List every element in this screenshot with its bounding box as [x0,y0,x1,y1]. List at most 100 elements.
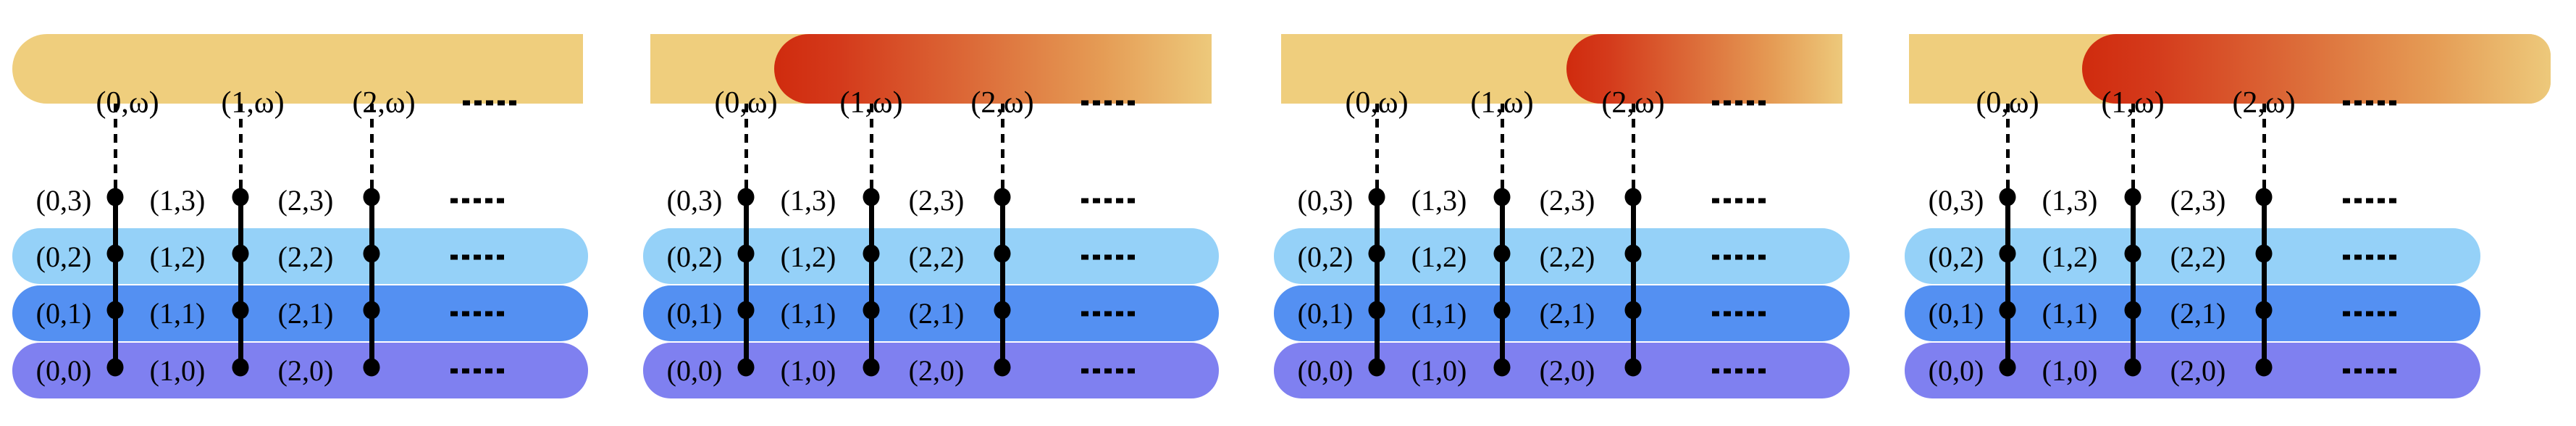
ellipsis-dashes [2343,198,2398,204]
red-highlight-region [1566,34,1842,104]
node-label: (2,3) [2170,184,2226,217]
node-label: (0,2) [1297,241,1354,273]
node-label: (0,2) [666,241,723,273]
omega-row-bar: (0,ω) (1,ω) (2,ω) [1909,34,2551,118]
node-label: (0,0) [666,354,723,387]
node-label: (1,0) [780,354,836,387]
dashed-connector [1501,104,1504,197]
ellipsis-dashes [1081,198,1136,204]
node-dot [737,188,755,206]
node-dot [737,358,755,377]
node-label: (2,2) [2170,241,2226,273]
node-label: (0,3) [1928,184,1984,217]
node-dot [737,244,755,263]
node-label: (2,3) [1539,184,1595,217]
omega-row-bar: (0,ω) (1,ω) (2,ω) [12,34,583,118]
node-dot [232,188,249,206]
ellipsis-dashes [2343,311,2398,317]
dashed-connector [2262,104,2266,197]
node-label: (1,0) [1411,354,1467,387]
node-dot [994,188,1011,206]
ellipsis-dashes [450,368,505,374]
dashed-connector [1632,104,1635,197]
node-label: (1,3) [780,184,836,217]
node-label: (2,0) [908,354,965,387]
node-label: (1,2) [780,241,836,273]
panel-3: (0,ω) (1,ω) (2,ω) (0,3) (1,3) (2,3) (0,2… [1262,0,1892,426]
node-dot [363,301,380,320]
node-dot [2124,358,2141,377]
node-dot [1493,358,1511,377]
node-label: (0,3) [666,184,723,217]
solid-connector [2262,197,2267,367]
node-dot [737,301,755,320]
node-dot [1999,244,2016,263]
panel-4: (0,ω) (1,ω) (2,ω) (0,3) (1,3) (2,3) (0,2… [1892,0,2551,426]
node-dot [1624,358,1642,377]
dashed-connector [370,104,374,197]
node-label: (0,2) [35,241,92,273]
node-dot [994,301,1011,320]
node-dot [2124,188,2141,206]
node-dot [863,188,880,206]
ellipsis-dashes [1712,368,1767,374]
node-dot [106,244,124,263]
node-label: (1,1) [2042,297,2098,330]
node-label: (1,2) [1411,241,1467,273]
node-label: (0,3) [1297,184,1354,217]
ellipsis-dashes [1712,311,1767,317]
node-label: (0,2) [1928,241,1984,273]
solid-connector [2131,197,2136,367]
node-label: (0,0) [35,354,92,387]
solid-connector [869,197,874,367]
node-dot [1999,188,2016,206]
dashed-connector [2131,104,2135,197]
solid-connector [238,197,243,367]
node-dot [232,301,249,320]
node-label: (2,0) [277,354,334,387]
node-label: (1,1) [780,297,836,330]
red-highlight-region [774,34,1212,104]
ellipsis-dashes [1712,198,1767,204]
node-label: (0,1) [666,297,723,330]
node-label: (0,1) [1297,297,1354,330]
node-dot [2124,301,2141,320]
dashed-connector [1001,104,1004,197]
node-label: (0,3) [35,184,92,217]
ellipsis-dashes [1081,254,1136,260]
node-dot [1624,301,1642,320]
node-dot [1368,188,1385,206]
ellipsis-dashes [450,311,505,317]
node-label: (2,3) [277,184,334,217]
dashed-connector [2006,104,2010,197]
dashed-connector [1375,104,1379,197]
ellipsis-dashes [450,198,505,204]
node-dot [1624,188,1642,206]
ellipsis-dashes [1081,368,1136,374]
node-label: (2,2) [1539,241,1595,273]
node-dot [2255,188,2273,206]
node-label: (2,2) [908,241,965,273]
node-dot [1368,358,1385,377]
ellipsis-dashes [450,254,505,260]
node-dot [363,188,380,206]
node-dot [1368,244,1385,263]
node-dot [2255,358,2273,377]
node-dot [106,188,124,206]
solid-connector [1000,197,1005,367]
node-dot [1624,244,1642,263]
node-label: (1,2) [149,241,206,273]
node-dot [994,358,1011,377]
node-dot [863,244,880,263]
node-dot [863,301,880,320]
ellipsis-dashes [2343,100,2398,106]
node-label: (2,0) [1539,354,1595,387]
node-label: (2,3) [908,184,965,217]
ellipsis-dashes [1712,100,1767,106]
node-dot [2255,301,2273,320]
node-label: (0,1) [35,297,92,330]
solid-connector [1500,197,1505,367]
panel-1: (0,ω) (1,ω) (2,ω) (0,3) (1,3) (2,3) (0,2… [0,0,631,426]
node-label: (0,0) [1297,354,1354,387]
